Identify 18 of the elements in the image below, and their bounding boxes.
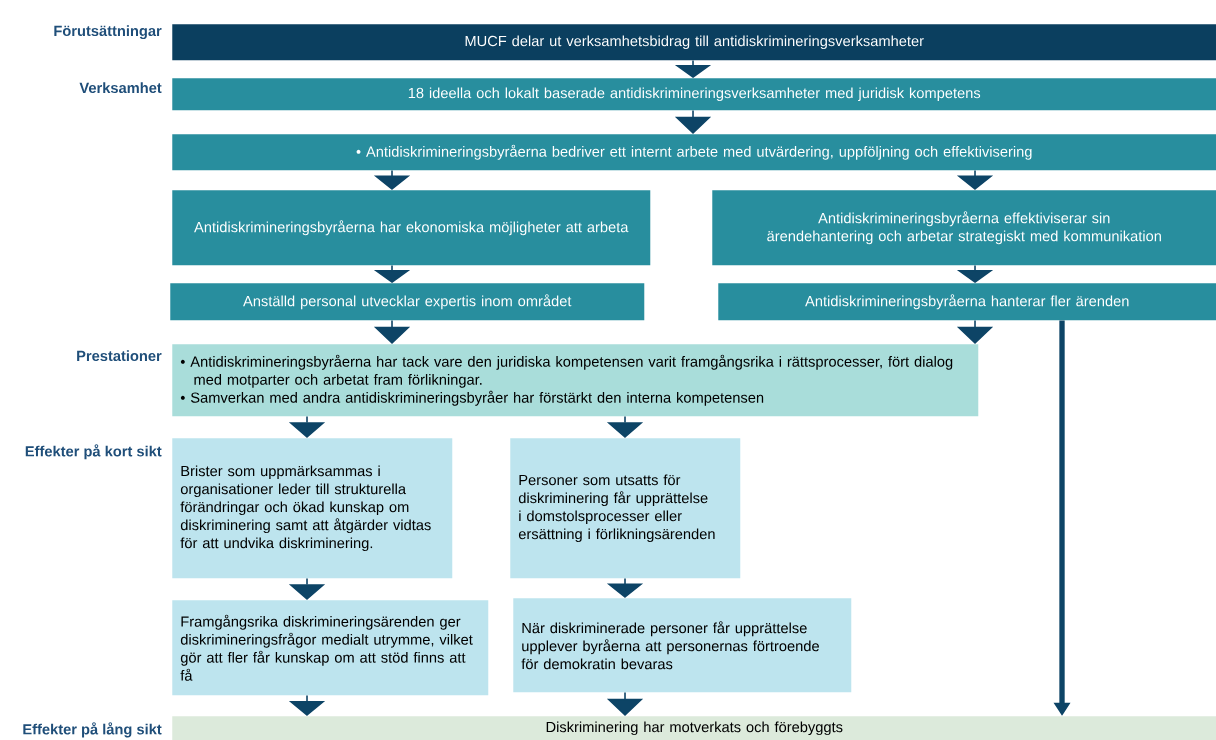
process-box: Personer som utsatts för diskriminering får upprättelse i domstolsprocesser eller ersättning i förlikningsärenden	[510, 438, 741, 579]
process-box: MUCF delar ut verksamhetsbidrag till antidiskrimineringsverksamheter	[172, 24, 1216, 61]
stage-label: Förutsättningar	[54, 25, 162, 39]
stage-label: Verksamhet	[79, 82, 162, 94]
process-box: Anställd personal utvecklar expertis inom området	[170, 283, 645, 321]
process-box: 18 ideella och lokalt baserade antidiskrimineringsverksamheter med juridisk kompetens	[172, 78, 1216, 111]
process-box: Antidiskrimineringsbyråerna hanterar fler ärenden	[718, 283, 1216, 321]
stage-label: Prestationer	[77, 350, 162, 362]
process-box: • Antidiskrimineringsbyråerna har tack vare den juridiska kompetensen varit framgångsrika i rättsprocesser, fört dialog med motparter och arbetat fram förlikningar. • Samverkan med andra antidiskrimineringsbyråer har förstärkt den interna kompetensen	[172, 344, 979, 417]
process-box: Antidiskrimineringsbyråerna har ekonomiska möjligheter att arbeta	[172, 190, 651, 266]
process-box: Framgångsrika diskrimineringsärenden ger diskrimineringsfrågor medialt utrymme, vilket gör att fler får kunskap om att stöd finns att få	[172, 600, 489, 696]
process-box: Diskriminering har motverkats och förebyggts	[172, 716, 1216, 740]
process-box: Antidiskrimineringsbyråerna effektiviserar sin ärendehantering och arbetar strategiskt med kommunikation	[712, 190, 1216, 266]
process-box: Brister som uppmärksammas i organisationer leder till strukturella förändringar och ökad kunskap om diskriminering samt att åtgärder vidtas för att undvika diskriminering.	[172, 438, 453, 579]
stage-label: Effekter på lång sikt	[23, 722, 162, 738]
process-box: När diskriminerade personer får upprättelse upplever byråerna att personernas förtroende för demokratin bevaras	[513, 598, 852, 693]
stage-label: Effekter på kort sikt	[25, 444, 162, 460]
process-box: • Antidiskrimineringsbyråerna bedriver ett internt arbete med utvärdering, uppföljning och effektivisering	[172, 134, 1216, 171]
